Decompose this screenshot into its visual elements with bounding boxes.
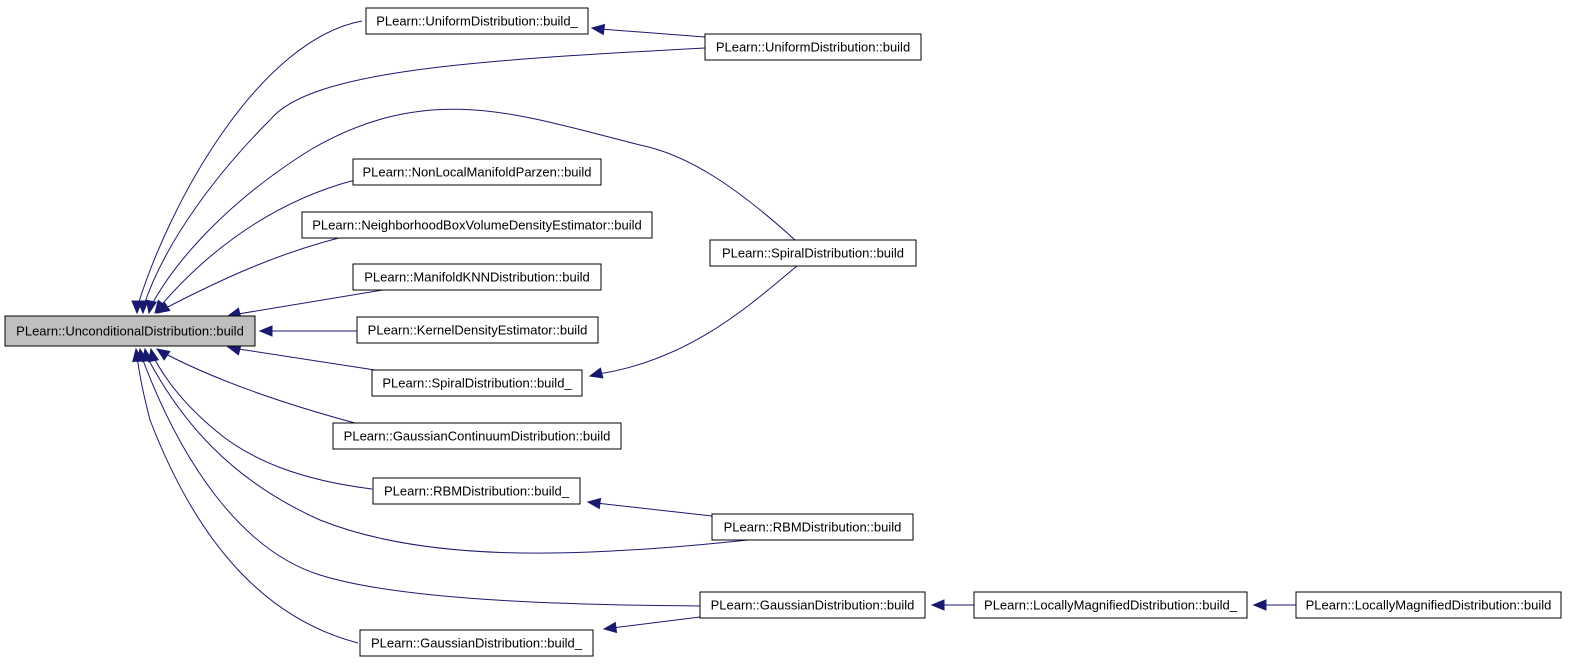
- edge-arrowhead: [258, 325, 273, 337]
- node-box[interactable]: [699, 591, 926, 619]
- node-box[interactable]: [352, 263, 602, 291]
- edge-gauss_build-to-gauss_build_: [602, 616, 701, 634]
- node-label: PLearn::GaussianContinuumDistribution::b…: [344, 429, 611, 444]
- edge-gcd_build-to-root: [155, 348, 356, 424]
- edge-line: [149, 108, 796, 309]
- edge-arrowhead: [145, 299, 158, 315]
- edge-line: [159, 350, 356, 424]
- node-rbm-build[interactable]: PLearn::RBMDistribution::build: [711, 513, 914, 541]
- edge-arrowhead: [137, 300, 149, 315]
- edge-nbvde_build-to-root: [155, 232, 361, 314]
- node-box[interactable]: [359, 629, 594, 657]
- node-lmd-build[interactable]: PLearn::LocallyMagnifiedDistribution::bu…: [1295, 591, 1562, 619]
- edges-layer: [131, 20, 1296, 644]
- node-label: PLearn::RBMDistribution::build_: [384, 484, 570, 499]
- node-box[interactable]: [332, 422, 622, 450]
- node-gauss-build-[interactable]: PLearn::GaussianDistribution::build_: [359, 629, 594, 657]
- edge-arrowhead: [602, 621, 618, 634]
- edge-arrowhead: [155, 348, 171, 361]
- edge-line: [136, 355, 359, 644]
- edge-spiral_build_-to-root: [226, 344, 376, 371]
- edge-line: [231, 347, 376, 371]
- node-kde-build[interactable]: PLearn::KernelDensityEstimator::build: [356, 316, 599, 344]
- node-spiral-build-[interactable]: PLearn::SpiralDistribution::build_: [371, 369, 583, 397]
- edge-spiral_build-to-spiral_build_: [588, 265, 798, 379]
- edge-line: [611, 616, 701, 629]
- node-label: PLearn::UniformDistribution::build: [716, 40, 910, 55]
- node-label: PLearn::KernelDensityEstimator::build: [368, 323, 588, 338]
- edge-uniform_build-to-root: [137, 47, 706, 315]
- node-gcd-build[interactable]: PLearn::GaussianContinuumDistribution::b…: [332, 422, 622, 450]
- node-label: PLearn::LocallyMagnifiedDistribution::bu…: [1306, 598, 1552, 613]
- node-label: PLearn::UnconditionalDistribution::build: [16, 324, 244, 339]
- node-box[interactable]: [356, 316, 599, 344]
- edge-arrowhead: [590, 23, 606, 36]
- node-label: PLearn::NeighborhoodBoxVolumeDensityEsti…: [312, 218, 642, 233]
- edge-rbm_build-to-rbm_build_: [586, 497, 713, 517]
- node-label: PLearn::SpiralDistribution::build: [722, 246, 904, 261]
- edge-arrowhead: [132, 347, 144, 363]
- edge-gauss_build_-to-root: [132, 347, 359, 644]
- node-uniform-build-[interactable]: PLearn::UniformDistribution::build_: [365, 7, 589, 35]
- edge-nlmp_build-to-root: [154, 179, 356, 315]
- edge-line: [142, 47, 706, 309]
- node-box[interactable]: [973, 591, 1248, 619]
- node-label: PLearn::UniformDistribution::build_: [376, 14, 578, 29]
- node-nbvde-build[interactable]: PLearn::NeighborhoodBoxVolumeDensityEsti…: [301, 211, 653, 239]
- node-gauss-build[interactable]: PLearn::GaussianDistribution::build: [699, 591, 926, 619]
- edge-arrowhead: [930, 599, 945, 611]
- edge-line: [140, 354, 701, 607]
- node-box[interactable]: [4, 315, 256, 347]
- edge-line: [597, 265, 798, 375]
- node-root[interactable]: PLearn::UnconditionalDistribution::build: [4, 315, 256, 347]
- node-box[interactable]: [352, 158, 602, 186]
- edge-line: [136, 20, 363, 309]
- node-box[interactable]: [711, 513, 914, 541]
- node-spiral-build[interactable]: PLearn::SpiralDistribution::build: [709, 239, 917, 267]
- node-box[interactable]: [1295, 591, 1562, 619]
- node-label: PLearn::GaussianDistribution::build_: [371, 636, 583, 651]
- node-label: PLearn::SpiralDistribution::build_: [382, 376, 572, 391]
- edge-arrowhead: [586, 497, 602, 510]
- node-label: PLearn::LocallyMagnifiedDistribution::bu…: [984, 598, 1238, 613]
- edge-kde_build-to-root: [258, 325, 357, 337]
- edge-line: [599, 28, 706, 38]
- node-mknn-build[interactable]: PLearn::ManifoldKNNDistribution::build: [352, 263, 602, 291]
- node-lmd-build-[interactable]: PLearn::LocallyMagnifiedDistribution::bu…: [973, 591, 1248, 619]
- edge-mknn_build-to-root: [226, 289, 384, 319]
- node-box[interactable]: [371, 369, 583, 397]
- edge-line: [151, 353, 373, 490]
- node-box[interactable]: [301, 211, 653, 239]
- nodes-layer: PLearn::UnconditionalDistribution::build…: [4, 7, 1562, 657]
- edge-arrowhead: [588, 367, 604, 379]
- node-box[interactable]: [704, 33, 922, 61]
- edge-spiral_build-to-root: [145, 108, 796, 315]
- node-uniform-build[interactable]: PLearn::UniformDistribution::build: [704, 33, 922, 61]
- edge-uniform_build-to-uniform_build_: [590, 23, 706, 38]
- edge-arrowhead: [155, 301, 171, 314]
- edge-line: [231, 289, 384, 316]
- edge-line: [157, 179, 356, 310]
- edge-lmd_build_-to-gauss_build: [930, 599, 974, 611]
- edge-line: [595, 502, 713, 517]
- node-label: PLearn::GaussianDistribution::build: [711, 598, 915, 613]
- edge-arrowhead: [226, 344, 242, 356]
- node-box[interactable]: [709, 239, 917, 267]
- node-nlmp-build[interactable]: PLearn::NonLocalManifoldParzen::build: [352, 158, 602, 186]
- node-label: PLearn::ManifoldKNNDistribution::build: [364, 270, 589, 285]
- edge-rbm_build_-to-root: [147, 347, 373, 490]
- node-label: PLearn::RBMDistribution::build: [724, 520, 902, 535]
- node-box[interactable]: [365, 7, 589, 35]
- edge-arrowhead: [1252, 599, 1267, 611]
- edge-line: [145, 354, 749, 554]
- edge-lmd_build-to-lmd_build_: [1252, 599, 1296, 611]
- node-rbm-build-[interactable]: PLearn::RBMDistribution::build_: [372, 477, 581, 505]
- edge-line: [159, 232, 361, 312]
- node-label: PLearn::NonLocalManifoldParzen::build: [362, 165, 591, 180]
- node-box[interactable]: [372, 477, 581, 505]
